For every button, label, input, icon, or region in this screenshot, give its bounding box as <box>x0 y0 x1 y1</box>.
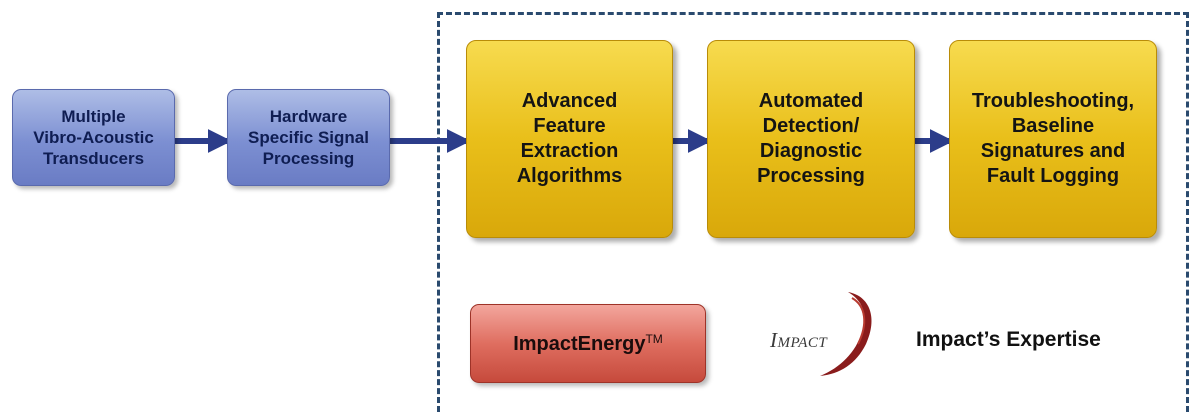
impact-logo-initial: I <box>770 328 778 352</box>
detection-line-3: Diagnostic <box>759 140 863 162</box>
detection-line-2: Detection/ <box>762 115 860 137</box>
detection-line-4: Processing <box>757 165 865 187</box>
troubleshooting-line-1: Troubleshooting, <box>971 90 1135 112</box>
feature-line-2: Feature <box>533 115 606 137</box>
impact-logo: IMPACT <box>770 328 827 353</box>
troubleshooting-line-2: Baseline <box>1011 115 1095 137</box>
flow-arrows <box>175 129 954 153</box>
feature-extraction-block: Advanced Feature Extraction Algorithms <box>466 40 673 238</box>
hardware-processing-block: Hardware Specific Signal Processing <box>227 89 390 186</box>
hardware-line-3: Processing <box>262 149 355 168</box>
transducers-block: Multiple Vibro-Acoustic Transducers <box>12 89 175 186</box>
impact-expertise-boundary <box>437 12 1189 412</box>
troubleshooting-line-3: Signatures and <box>980 140 1126 162</box>
feature-line-3: Extraction <box>520 140 619 162</box>
detection-diagnostic-block: Automated Detection/ Diagnostic Processi… <box>707 40 915 238</box>
impact-energy-label: ImpactEnergy <box>513 332 646 355</box>
transducers-line-2: Vibro-Acoustic <box>33 128 154 147</box>
impact-logo-swoosh-icon <box>820 292 872 376</box>
hardware-line-1: Hardware <box>269 107 348 126</box>
troubleshooting-block: Troubleshooting, Baseline Signatures and… <box>949 40 1157 238</box>
detection-line-1: Automated <box>758 90 864 112</box>
trademark-mark: TM <box>645 331 663 346</box>
impact-logo-rest: MPACT <box>777 335 828 351</box>
transducers-line-3: Transducers <box>42 149 145 168</box>
troubleshooting-line-4: Fault Logging <box>986 165 1120 187</box>
transducers-line-1: Multiple <box>61 107 126 126</box>
impact-expertise-legend: Impact’s Expertise <box>916 328 1101 351</box>
impact-energy-legend: ImpactEnergyTM <box>470 304 706 383</box>
hardware-line-2: Specific Signal <box>248 128 369 147</box>
feature-line-4: Algorithms <box>516 165 623 187</box>
feature-line-1: Advanced <box>521 90 618 112</box>
